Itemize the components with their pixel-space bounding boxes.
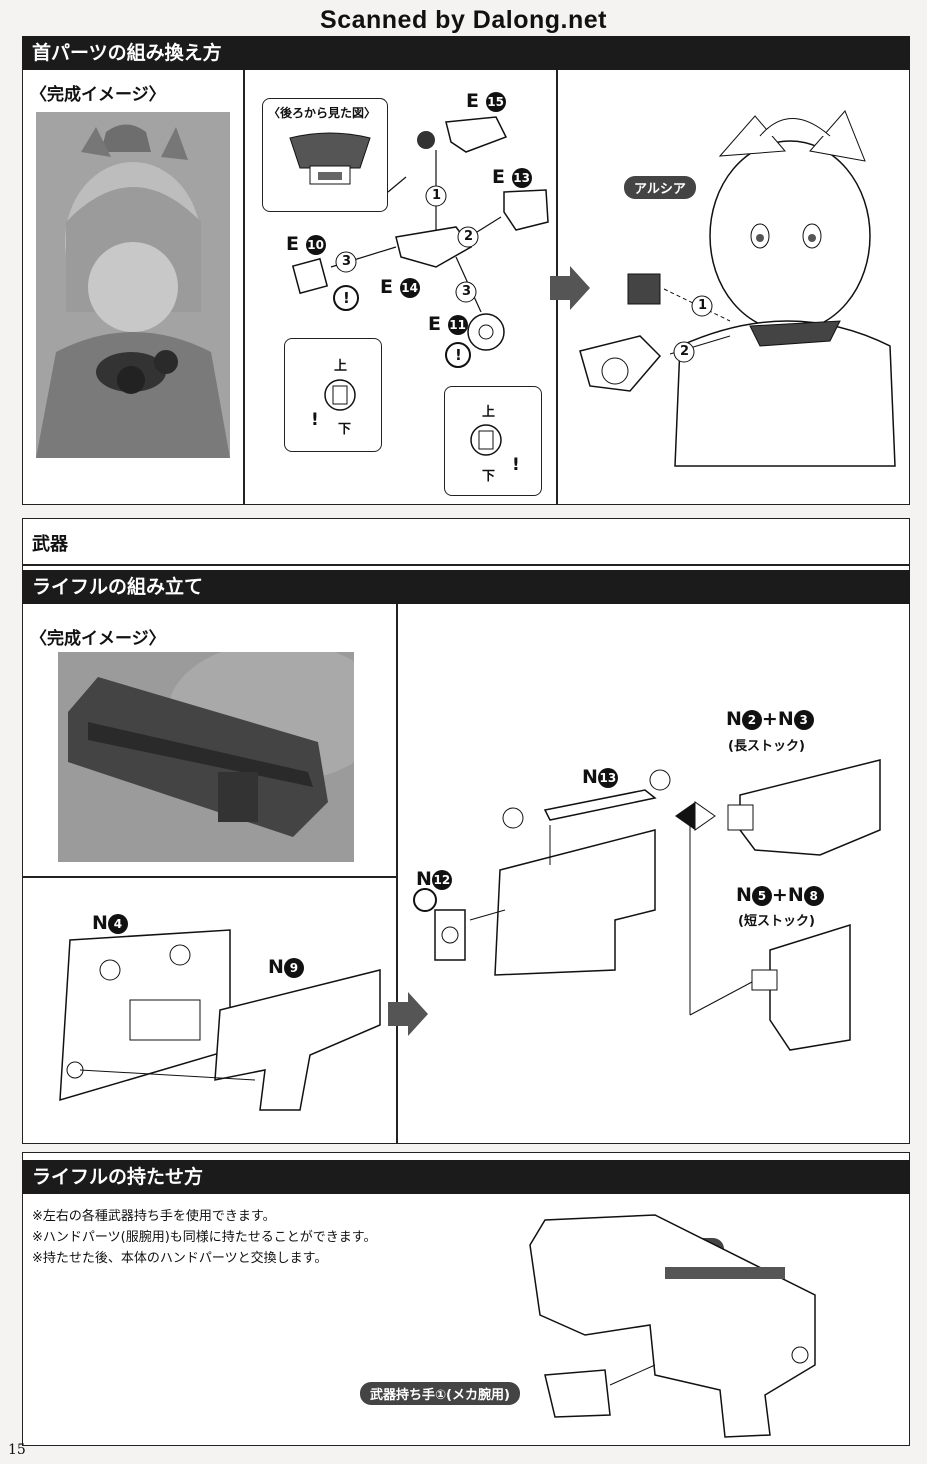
step-number: 2	[464, 229, 474, 244]
orientation-part-drawing	[324, 379, 356, 411]
orientation-down-label: 下	[482, 469, 496, 484]
neck-assembly-diagram	[291, 116, 549, 368]
hand-label-badge: 武器持ち手①(メカ腕用)	[360, 1382, 520, 1405]
rifle-photo-drawing	[68, 652, 354, 837]
warning-icon: !	[343, 289, 350, 307]
warning-icon: !	[455, 346, 462, 364]
section-subtitle-rifle-assembly: ライフルの組み立て	[22, 570, 910, 604]
orientation-up-label: 上	[334, 359, 348, 374]
divider	[22, 564, 910, 566]
rifle-held-drawing	[529, 1214, 816, 1438]
divider	[22, 876, 396, 878]
part-label-e13: E 13	[492, 166, 532, 188]
orientation-up-label: 上	[482, 405, 496, 420]
warning-icon: !	[512, 455, 520, 475]
next-step-arrow-icon	[550, 266, 590, 310]
warning-icon: !	[311, 410, 319, 430]
watermark: Scanned by Dalong.net	[320, 6, 607, 34]
part-label-e14: E 14	[380, 276, 420, 298]
section-title-weapons: 武器	[32, 534, 68, 555]
orientation-part-drawing	[470, 424, 502, 456]
note-line: ※左右の各種武器持ち手を使用できます。	[32, 1209, 276, 1224]
next-step-arrow-icon	[388, 992, 428, 1036]
short-stock-label: (短ストック)	[738, 914, 815, 929]
section-title-neck: 首パーツの組み換え方	[22, 36, 910, 70]
complete-image-label: 〈完成イメージ〉	[30, 85, 166, 105]
step-number: 3	[462, 284, 472, 299]
divider	[243, 70, 245, 505]
complete-image-photo	[36, 112, 230, 458]
part-label-e11: E 11	[428, 313, 468, 335]
divider	[396, 604, 398, 1144]
part-label-e15: E 15	[466, 90, 506, 112]
page-number: 15	[8, 1442, 26, 1458]
part-label-e10: E 10	[286, 233, 326, 255]
back-view-label: 〈後ろから見た図〉	[268, 106, 377, 120]
figure-head-silhouette	[36, 112, 230, 458]
back-view-part-drawing	[289, 132, 371, 185]
complete-image-label: 〈完成イメージ〉	[30, 629, 166, 649]
note-line: ※ハンドパーツ(服腕用)も同様に持たせることができます。	[32, 1230, 377, 1245]
orientation-down-label: 下	[338, 422, 352, 437]
step-number: 1	[432, 188, 442, 203]
rifle-main-assembly-drawing	[413, 769, 671, 976]
character-name-badge: アルシア	[624, 176, 696, 199]
long-stock-label: (長ストック)	[728, 739, 805, 754]
stock-options-drawing	[675, 759, 881, 1051]
rifle-complete-photo	[58, 652, 354, 862]
step-number: 1	[698, 298, 708, 313]
note-line: ※持たせた後、本体のハンドパーツと交換します。	[32, 1251, 328, 1266]
rifle-body-parts-drawing	[59, 929, 381, 1111]
section-title-rifle-holding: ライフルの持たせ方	[22, 1160, 910, 1194]
step-number: 2	[680, 344, 690, 359]
character-line-art	[579, 110, 896, 467]
step-number: 3	[342, 254, 352, 269]
